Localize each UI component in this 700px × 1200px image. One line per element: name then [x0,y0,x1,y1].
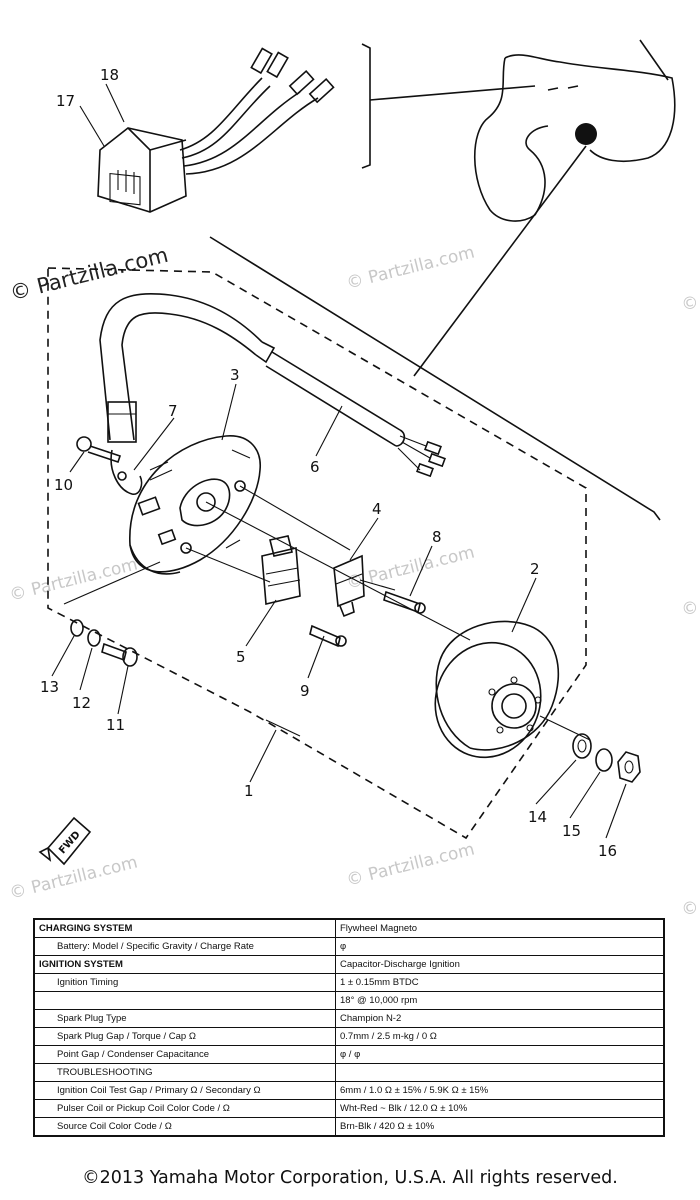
screw-9[interactable] [309,624,347,648]
spec-value: 6mm / 1.0 Ω ± 15% / 5.9K Ω ± 15% [335,1081,665,1100]
callout-13: 13 [40,678,59,696]
stator-plate[interactable] [129,435,261,575]
spec-label: IGNITION SYSTEM [33,955,336,974]
callout-7: 7 [168,402,178,420]
spec-row: 18° @ 10,000 rpm [33,991,665,1010]
spec-label: Ignition Timing [33,973,336,992]
spec-value: Brn-Blk / 420 Ω ± 10% [335,1117,665,1137]
callout-6: 6 [310,458,320,476]
callout-10: 10 [54,476,73,494]
copyright-notice: ©2013 Yamaha Motor Corporation, U.S.A. A… [82,1168,618,1188]
screw-8[interactable] [383,590,426,614]
spec-label: Source Coil Color Code / Ω [33,1117,336,1137]
wiring-harness[interactable] [99,293,446,478]
frame-outline [473,39,676,222]
screw-11[interactable] [101,642,138,667]
callout-15: 15 [562,822,581,840]
callout-2: 2 [530,560,540,578]
lock-washer-12[interactable] [87,629,101,647]
spec-value: Flywheel Magneto [335,918,665,938]
washer-14[interactable] [572,733,592,759]
screw-10[interactable] [76,436,122,464]
spec-value [335,1063,665,1082]
callout-5: 5 [236,648,246,666]
parts-diagram: FWD 18 17 3 7 6 10 4 8 2 5 9 13 12 11 1 … [38,39,676,866]
callout-4: 4 [372,500,382,518]
callout-12: 12 [72,694,91,712]
callout-8: 8 [432,528,442,546]
spec-value: Wht-Red ~ Blk / 12.0 Ω ± 10% [335,1099,665,1118]
spec-row: Pulser Coil or Pickup Coil Color Code / … [33,1099,665,1118]
spec-row: Ignition Coil Test Gap / Primary Ω / Sec… [33,1081,665,1100]
spec-value: 1 ± 0.15mm BTDC [335,973,665,992]
spec-value: Champion N-2 [335,1009,665,1028]
spec-label [33,991,336,1010]
callout-16: 16 [598,842,617,860]
spec-row: TROUBLESHOOTING [33,1063,665,1082]
spec-value: Capacitor-Discharge Ignition [335,955,665,974]
spec-label: TROUBLESHOOTING [33,1063,336,1082]
callout-1: 1 [244,782,254,800]
spec-label: Spark Plug Gap / Torque / Cap Ω [33,1027,336,1046]
callout-3: 3 [230,366,240,384]
spec-label: Spark Plug Type [33,1009,336,1028]
spec-value: 18° @ 10,000 rpm [335,991,665,1010]
callout-14: 14 [528,808,547,826]
cdi-unit[interactable] [97,47,335,213]
ignition-coil[interactable] [261,535,301,605]
spec-value: 0.7mm / 2.5 m-kg / 0 Ω [335,1027,665,1046]
spec-label: CHARGING SYSTEM [33,918,336,938]
callout-11: 11 [106,716,125,734]
spec-label: Pulser Coil or Pickup Coil Color Code / … [33,1099,336,1118]
spec-row: Battery: Model / Specific Gravity / Char… [33,937,665,956]
spec-label: Point Gap / Condenser Capacitance [33,1045,336,1064]
cable-clamp[interactable] [110,449,143,495]
flywheel-rotor[interactable] [419,620,560,772]
callout-9: 9 [300,682,310,700]
spec-value: φ [335,937,665,956]
spec-label: Battery: Model / Specific Gravity / Char… [33,937,336,956]
spec-value: φ / φ [335,1045,665,1064]
spec-label: Ignition Coil Test Gap / Primary Ω / Sec… [33,1081,336,1100]
nut-16[interactable] [617,751,641,783]
lock-washer-15[interactable] [595,748,613,772]
callout-18: 18 [100,66,119,84]
callout-17: 17 [56,92,75,110]
pulser-coil[interactable] [333,554,365,618]
fwd-arrow-icon: FWD [38,816,92,866]
washer-13[interactable] [70,619,84,637]
